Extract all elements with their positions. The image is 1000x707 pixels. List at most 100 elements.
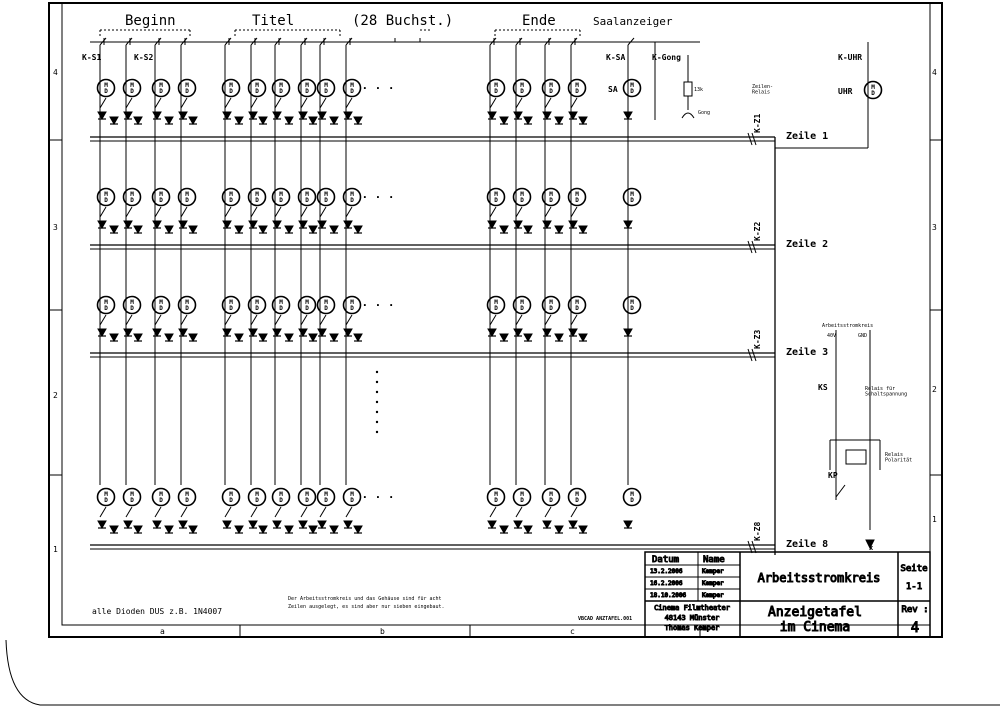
diode-symbol <box>109 116 119 126</box>
diode-symbol <box>109 225 119 235</box>
tb-name-entry: Kemper <box>702 568 724 575</box>
vertical-ellipsis-dot <box>375 420 379 424</box>
border-col-label: a <box>160 627 165 636</box>
svg-text:MD: MD <box>130 82 134 95</box>
diode-symbol <box>178 220 188 230</box>
diode-symbol <box>164 225 174 235</box>
diode-symbol <box>188 333 198 343</box>
svg-text:MD: MD <box>104 191 108 204</box>
row-label: Zeile 1 <box>786 130 828 142</box>
diode-symbol <box>298 220 308 230</box>
tb-seite-label: Seite <box>900 564 927 574</box>
ellipsis: · · · <box>361 491 394 504</box>
svg-text:MD: MD <box>130 299 134 312</box>
diode-symbol <box>97 520 107 530</box>
tb-company-3: Thomas Kemper <box>665 624 720 632</box>
footnote-line1: Der Arbeitsstromkreis und das Gehäuse si… <box>288 596 442 602</box>
svg-text:MD: MD <box>104 299 108 312</box>
diode-symbol <box>513 111 523 121</box>
diode-symbol <box>248 328 258 338</box>
tb-date-entry: 16.2.2006 <box>650 580 683 587</box>
signal-uhr: UHR <box>838 87 853 96</box>
arbeitsstromkreis-small-label: Arbeitsstromkreis <box>822 323 873 329</box>
signal-sa: SA <box>608 85 618 94</box>
diode-symbol <box>513 520 523 530</box>
diode-symbol <box>499 116 509 126</box>
diode-note: alle Dioden DUS z.B. 1N4007 <box>92 607 222 616</box>
svg-text:MD: MD <box>279 191 283 204</box>
diode-symbol <box>178 111 188 121</box>
diode-symbol <box>222 220 232 230</box>
diode-symbol <box>234 116 244 126</box>
diode-symbol <box>499 333 509 343</box>
diode-symbol <box>499 525 509 535</box>
diode-symbol <box>353 225 363 235</box>
relay-label: K-Z2 <box>753 222 762 241</box>
diode-symbol <box>623 520 633 530</box>
svg-text:MD: MD <box>549 491 553 504</box>
svg-text:MD: MD <box>104 82 108 95</box>
diode-symbol <box>222 328 232 338</box>
diode-symbol <box>222 520 232 530</box>
diode-symbol <box>513 328 523 338</box>
diode-symbol <box>284 225 294 235</box>
diode-symbol <box>542 520 552 530</box>
diode-symbol <box>188 225 198 235</box>
diode-symbol <box>523 333 533 343</box>
tb-rev-value: 4 <box>911 620 919 636</box>
svg-text:MD: MD <box>229 491 233 504</box>
diode-symbol <box>123 328 133 338</box>
diode-symbol <box>178 520 188 530</box>
svg-text:MD: MD <box>871 84 875 97</box>
tb-name-header: Name <box>703 555 725 565</box>
diode-symbol <box>258 116 268 126</box>
svg-text:MD: MD <box>305 82 309 95</box>
header-beginn: Beginn <box>125 13 176 29</box>
diode-symbol <box>133 116 143 126</box>
svg-text:MD: MD <box>159 491 163 504</box>
tb-datum-header: Datum <box>652 555 679 565</box>
zeilen-relais-label: Zeilen-Relais <box>752 84 773 95</box>
terminal-x: x <box>869 544 874 552</box>
tb-seite-value: 1-1 <box>906 582 922 592</box>
diode-symbol <box>329 225 339 235</box>
diode-symbol <box>133 525 143 535</box>
svg-text:MD: MD <box>185 491 189 504</box>
diode-symbol <box>329 525 339 535</box>
diode-symbol <box>343 111 353 121</box>
diode-symbol <box>133 225 143 235</box>
diode-symbol <box>152 520 162 530</box>
header-buchst: (28 Buchst.) <box>352 13 453 29</box>
diode-symbol <box>568 328 578 338</box>
row-label: Zeile 8 <box>786 538 828 550</box>
svg-text:MD: MD <box>575 191 579 204</box>
diode-symbol <box>97 111 107 121</box>
diode-symbol <box>258 333 268 343</box>
diode-symbol <box>317 111 327 121</box>
svg-text:MD: MD <box>575 82 579 95</box>
header-saalanzeiger: Saalanzeiger <box>593 15 673 28</box>
diode-symbol <box>123 111 133 121</box>
ellipsis: · · · <box>361 82 394 95</box>
